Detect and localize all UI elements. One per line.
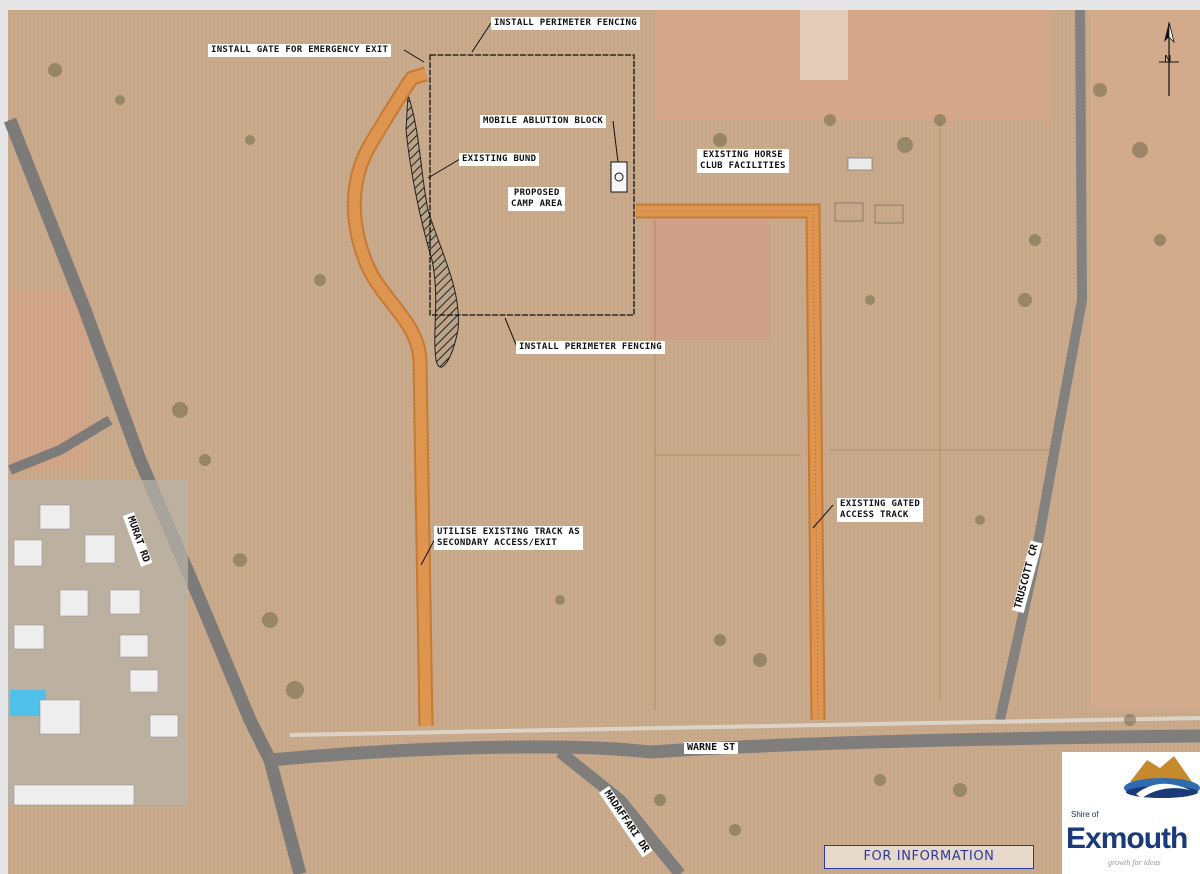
- label-gated-track-line2: ACCESS TRACK: [840, 510, 909, 520]
- label-secondary-track: UTILISE EXISTING TRACK AS SECONDARY ACCE…: [434, 526, 583, 550]
- label-install-fencing-bottom: INSTALL PERIMETER FENCING: [516, 341, 665, 354]
- label-horse-club: EXISTING HORSE CLUB FACILITIES: [697, 149, 789, 173]
- label-install-gate: INSTALL GATE FOR EMERGENCY EXIT: [208, 44, 392, 57]
- madaffari-drive: [556, 747, 685, 874]
- logo-prefix: Shire of: [1071, 810, 1099, 819]
- label-mobile-ablution: MOBILE ABLUTION BLOCK: [480, 115, 607, 128]
- existing-bund-hatch: [405, 94, 459, 368]
- north-arrow: N: [1154, 20, 1184, 100]
- logo-tagline: growth for ideas: [1108, 858, 1161, 867]
- label-gated-track: EXISTING GATED ACCESS TRACK: [837, 498, 924, 522]
- road-label-warne: WARNE ST: [684, 742, 739, 754]
- label-install-fencing-top: INSTALL PERIMETER FENCING: [491, 17, 640, 30]
- label-proposed-camp-line2: CAMP AREA: [511, 199, 563, 209]
- truscott-crescent: [995, 9, 1088, 722]
- label-secondary-track-line2: SECONDARY ACCESS/EXIT: [437, 538, 558, 548]
- logo-name: Exmouth: [1066, 822, 1188, 855]
- north-letter: N: [1164, 54, 1172, 65]
- label-gated-track-line1: EXISTING GATED: [840, 499, 921, 509]
- red-paddock: [650, 220, 770, 340]
- logo-emblem-icon: [1124, 756, 1200, 798]
- label-existing-bund: EXISTING BUND: [459, 153, 540, 166]
- label-proposed-camp: PROPOSED CAMP AREA: [508, 187, 566, 211]
- label-proposed-camp-line1: PROPOSED: [513, 188, 560, 198]
- for-information-stamp: FOR INFORMATION: [824, 845, 1034, 869]
- shire-logo: Shire of Exmouth growth for ideas: [1062, 752, 1200, 874]
- warne-street: [269, 729, 1200, 767]
- label-secondary-track-line1: UTILISE EXISTING TRACK AS: [437, 527, 580, 537]
- label-horse-club-line1: EXISTING HORSE: [702, 150, 783, 160]
- cleared-paddock: [655, 10, 1050, 120]
- perimeter-fence: [429, 54, 635, 316]
- north-arrow-icon: [1159, 21, 1179, 96]
- label-horse-club-line2: CLUB FACILITIES: [700, 161, 786, 171]
- ablution-block-symbol: [610, 161, 628, 193]
